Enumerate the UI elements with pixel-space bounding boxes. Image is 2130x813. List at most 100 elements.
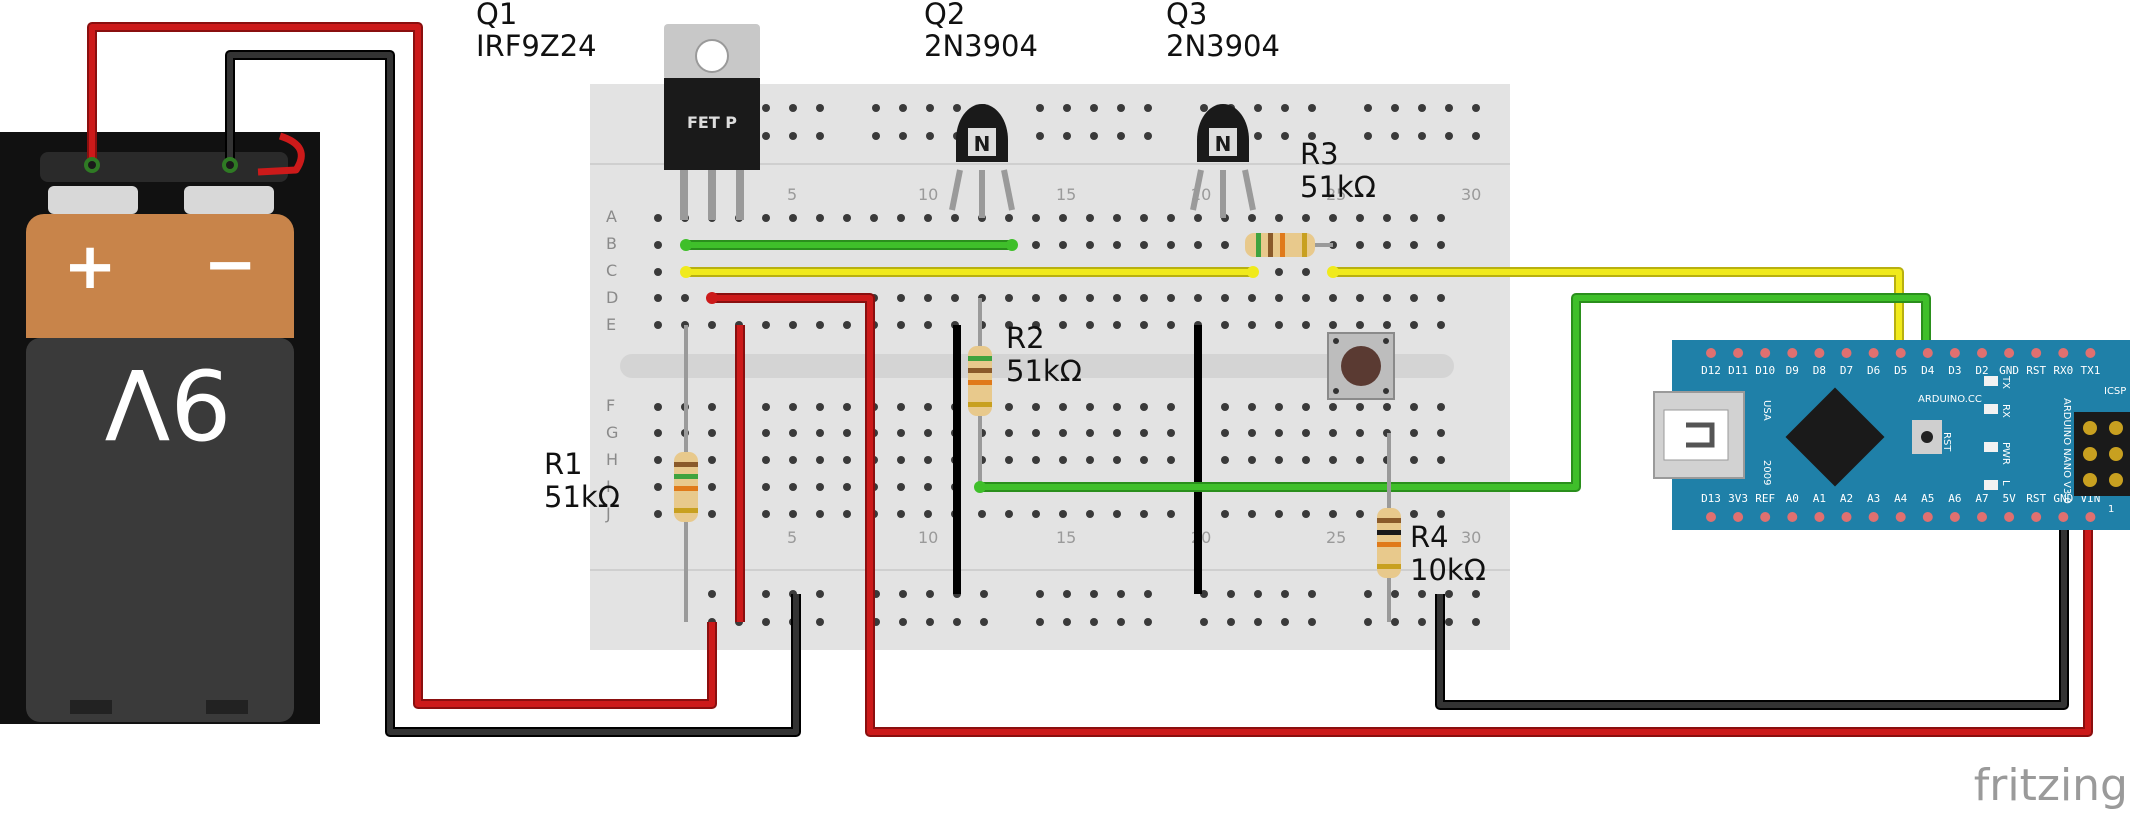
battery-top-band xyxy=(26,214,294,338)
led-rx: RX xyxy=(2000,404,2011,418)
r3-ref-label: R3 xyxy=(1300,137,1339,171)
nano-bottom-pin-label: 5V xyxy=(2002,492,2016,505)
row-label-e: E xyxy=(606,315,616,334)
nano-bottom-pin-label: A7 xyxy=(1975,492,1988,505)
nano-top-pin-label: D11 xyxy=(1728,364,1748,377)
battery-voltage-label: 9V xyxy=(105,347,232,459)
row-label-a: A xyxy=(606,207,617,226)
wire-endpoints xyxy=(84,157,1339,493)
silk-year: 2009 xyxy=(1761,460,1772,485)
nano-top-pin-label: D6 xyxy=(1867,364,1880,377)
q3-part-label: 2N3904 xyxy=(1166,29,1280,63)
nano-top-pin xyxy=(2031,348,2042,358)
mosfet-q1: FET P xyxy=(664,24,760,220)
nano-bottom-pin-label: A3 xyxy=(1867,492,1880,505)
nano-top-pin-label: TX1 xyxy=(2080,364,2100,377)
nano-top-pin xyxy=(2058,348,2069,358)
transistor-q3: N xyxy=(1190,104,1256,218)
nano-bottom-pin-label: GND xyxy=(2053,492,2073,505)
row-label-b: B xyxy=(606,234,617,253)
silk-brand: ARDUINO.CC xyxy=(1918,394,1982,405)
q2-body-text: N xyxy=(974,132,991,156)
row-label-f: F xyxy=(606,396,615,415)
q2-ref-label: Q2 xyxy=(924,0,965,31)
nano-bottom-pin-label: D13 xyxy=(1701,492,1721,505)
nano-top-pin-label: D9 xyxy=(1786,364,1799,377)
q1-part-label: IRF9Z24 xyxy=(476,29,597,63)
row-label-d: D xyxy=(606,288,618,307)
r1-ref-label: R1 xyxy=(544,447,583,481)
nano-bottom-pin xyxy=(1922,512,1933,522)
nano-top-pin-label: RST xyxy=(2026,364,2046,377)
nano-top-pin-label: D5 xyxy=(1894,364,1907,377)
pushbutton[interactable] xyxy=(1327,332,1395,400)
silk-model: ARDUINO NANO V3.0 xyxy=(2061,398,2072,504)
nano-top-pin xyxy=(1922,348,1933,358)
row-label-j: J xyxy=(605,504,611,523)
nano-top-pin-label: D10 xyxy=(1755,364,1775,377)
nano-bottom-pin xyxy=(1760,512,1771,522)
row-label-h: H xyxy=(606,450,618,469)
nano-bottom-pin-label: A1 xyxy=(1813,492,1826,505)
q2-part-label: 2N3904 xyxy=(924,29,1038,63)
col-label-25: 25 xyxy=(1326,185,1346,204)
silk-rst: RST xyxy=(1941,432,1952,452)
nano-top-pin-label: D8 xyxy=(1813,364,1826,377)
resistor-r4 xyxy=(1377,508,1401,578)
led-pwr: PWR xyxy=(2000,442,2011,465)
row-label-g: G xyxy=(606,423,618,442)
wire-black-to-gnd xyxy=(1435,513,2069,710)
r2-value-label: 51kΩ xyxy=(1006,354,1082,388)
nano-top-pin xyxy=(1787,348,1798,358)
r1-value-label: 51kΩ xyxy=(544,480,620,514)
col-label-15-bottom: 15 xyxy=(1056,528,1076,547)
q1-ref-label: Q1 xyxy=(476,0,517,31)
nano-bottom-pin xyxy=(2058,512,2069,522)
col-label-10-bottom: 10 xyxy=(918,528,938,547)
nano-top-pin xyxy=(1814,348,1825,358)
battery-bottom-band xyxy=(26,338,294,722)
nano-bottom-pin-label: A2 xyxy=(1840,492,1853,505)
nano-bottom-pin-label: A0 xyxy=(1786,492,1799,505)
q3-ref-label: Q3 xyxy=(1166,0,1207,31)
nano-bottom-pin xyxy=(1814,512,1825,522)
nano-bottom-pin xyxy=(1895,512,1906,522)
nano-top-pin-label: D7 xyxy=(1840,364,1853,377)
nano-top-pin xyxy=(2004,348,2015,358)
col-label-15: 15 xyxy=(1056,185,1076,204)
nano-top-pin-label: D3 xyxy=(1948,364,1961,377)
nano-top-pin-label: D2 xyxy=(1975,364,1988,377)
q3-body-text: N xyxy=(1215,132,1232,156)
nano-bottom-pin-label: A5 xyxy=(1921,492,1934,505)
fritzing-watermark: fritzing xyxy=(1974,760,2128,811)
nano-top-pin xyxy=(1949,348,1960,358)
wire-red-battery-jumper xyxy=(257,132,305,176)
led-tx: TX xyxy=(2000,375,2011,389)
component-labels: Q1 IRF9Z24 Q2 2N3904 Q3 2N3904 R3 51kΩ R… xyxy=(476,0,1486,587)
silk-one-mark: 1 xyxy=(2108,504,2114,515)
nano-bottom-pin xyxy=(1706,512,1716,522)
nano-top-pin xyxy=(1760,348,1771,358)
nano-top-pin xyxy=(1895,348,1906,358)
battery-9v: + − 9V xyxy=(0,132,320,724)
breadboard-center-channel xyxy=(620,354,1454,378)
nano-top-pin xyxy=(2085,348,2096,358)
nano-top-pin-label: D4 xyxy=(1921,364,1935,377)
nano-bottom-pin-label: A6 xyxy=(1948,492,1961,505)
q1-body-text: FET P xyxy=(687,113,737,132)
col-label-30-bottom: 30 xyxy=(1461,528,1481,547)
r4-value-label: 10kΩ xyxy=(1410,553,1486,587)
arduino-pcb xyxy=(1672,340,2130,530)
col-label-25-bottom: 25 xyxy=(1326,528,1346,547)
nano-bottom-pin xyxy=(1977,512,1987,522)
nano-bottom-pin xyxy=(1949,512,1960,522)
col-label-30: 30 xyxy=(1461,185,1481,204)
battery-minus-sign: − xyxy=(203,228,257,302)
resistor-r3 xyxy=(1245,233,1315,257)
nano-bottom-pin xyxy=(1868,512,1879,522)
battery-plus-sign: + xyxy=(63,230,117,304)
nano-bottom-pin xyxy=(2031,512,2042,522)
silk-icsp: ICSP xyxy=(2104,386,2126,397)
r4-ref-label: R4 xyxy=(1410,520,1449,554)
